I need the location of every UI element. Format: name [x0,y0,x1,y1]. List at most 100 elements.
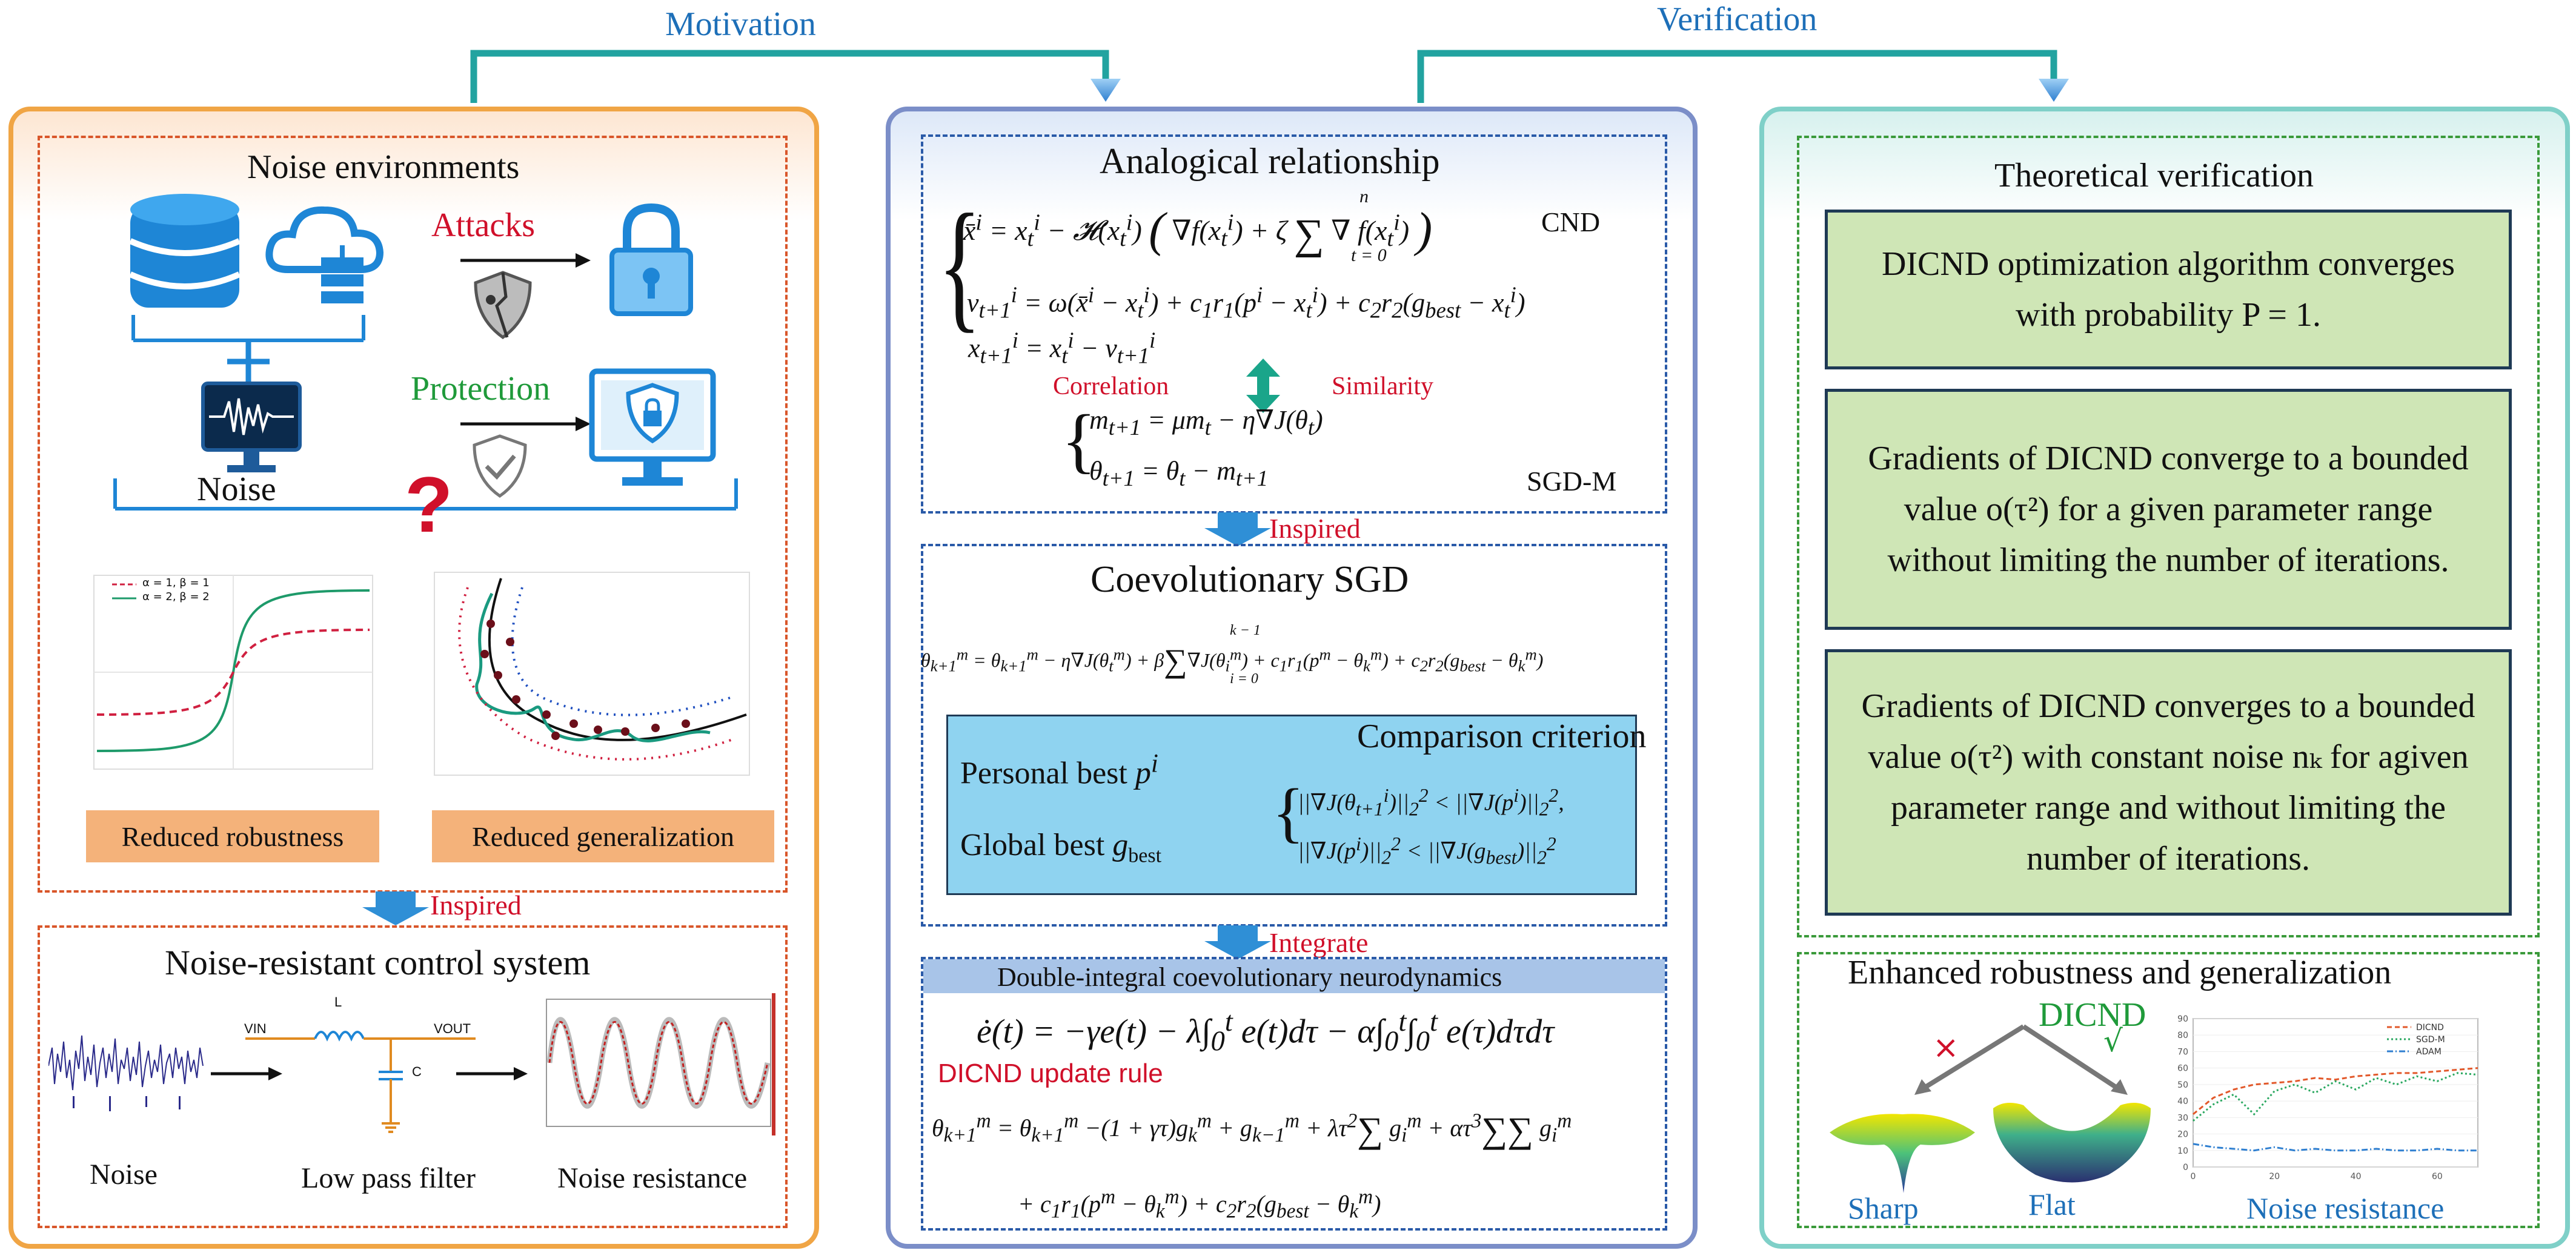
y-tick-label: 0 [2183,1163,2188,1172]
analogical-title: Analogical relationship [1100,141,1440,181]
theoretical-verification-box [1797,136,2540,937]
y-tick-label: 30 [2177,1113,2188,1123]
check-mark: √ [2103,1023,2123,1059]
integrate-label: Integrate [1269,927,1369,958]
inspired-arrow-mid [1204,512,1271,546]
cnd-eq3: xt+1i = xti − vt+1i [968,328,1156,368]
low-pass-filter-circuit [245,1031,476,1133]
bracket-bottom [113,478,738,511]
enhanced-box [1797,952,2540,1228]
sharp-minimum-surface [1830,1114,1975,1193]
noise-resistance-plot [546,993,775,1135]
motivation-arrow [1090,79,1121,102]
protection-label: Protection [411,370,551,408]
cloud-server-icon [265,206,384,303]
verification-arrow [2039,79,2069,102]
series-line-dicnd [2193,1067,2478,1116]
legend-label: SGD-M [2416,1035,2445,1045]
inspired-arrow-left [362,891,429,925]
coevolutionary-box [921,544,1667,927]
personal-best-text: Personal best [960,756,1127,791]
signal-arrow-1 [211,1067,282,1080]
dicnd-header-bar [923,959,1665,993]
y-tick-label: 50 [2177,1080,2188,1090]
control-system-box [38,925,788,1228]
coevolutionary-eq: θk+1m = θk+1m − η∇J(θtm) + β∑∇J(θim) + c… [921,643,1544,679]
flat-minimum-surface [1993,1103,2151,1183]
verification-label: Verification [1657,1,1817,38]
enhanced-title: Enhanced robustness and generalization [1848,954,2392,991]
check-shield-icon [473,434,527,498]
analogical-box [921,134,1667,514]
noise-label-top: Noise [197,471,276,508]
personal-best-label: Personal best pi [960,749,1158,791]
vin-label: VIN [244,1021,267,1036]
protect-arrow [460,417,591,431]
noise-environments-title: Noise environments [247,148,520,186]
y-tick-label: 60 [2177,1064,2188,1074]
reduced-robustness-label: Reduced robustness [86,810,379,862]
secure-monitor-icon [589,368,716,486]
attack-arrow [460,253,591,268]
criterion-brace: { [1272,775,1304,849]
y-tick-label: 80 [2177,1031,2188,1040]
cross-mark: × [1933,1030,1959,1066]
x-tick-label: 20 [2269,1172,2280,1182]
theoretical-verification-title: Theoretical verification [1994,157,2314,194]
y-tick-label: 70 [2177,1047,2188,1057]
sgdm-brace: { [1061,400,1097,480]
cnd-eq1: x̄i = xti − 𝓗(xti) ( ∇f(xti) + ζ ∑ ∇ f(x… [963,203,1433,258]
inspired-label-left: Inspired [430,890,522,921]
cnd-eq2: vt+1i = ω(x̄i − xti) + c1r1(pi − xti) + … [967,282,1525,323]
criterion-eq2: ||∇J(pi)||22 < ||∇J(gbest)||22 [1298,833,1556,868]
dicnd-label: DICND [2039,996,2146,1034]
correlation-double-arrow [1246,359,1280,413]
sgdm-eq1: mt+1 = μmt − η∇J(θt) [1089,405,1323,440]
update-rule-label: DICND update rule [938,1059,1163,1088]
cnd-label: CND [1541,207,1601,237]
cnd-brace: { [938,184,981,346]
legend-label: DICND [2416,1023,2444,1033]
activation-plot [93,575,373,770]
legend-alpha1: α = 1, β = 1 [142,577,210,589]
method-panel [886,107,1698,1249]
reduced-generalization-label: Reduced generalization [432,810,774,862]
coevolutionary-title: Coevolutionary SGD [1090,559,1409,600]
global-best-text: Global best [960,828,1105,862]
x-tick-label: 0 [2191,1172,2196,1182]
coevo-sum-lower: i = 0 [1230,671,1258,687]
x-tick-label: 60 [2432,1172,2443,1182]
question-icon: ? [405,460,453,549]
comparison-criterion-box [946,715,1637,895]
top-connectors [470,50,2069,103]
bounded-gradient-box: Gradients of DICND converge to a bounded… [1825,389,2512,630]
bracket-top [131,315,365,383]
coevo-sum-upper: k − 1 [1230,623,1261,638]
database-icon [128,194,241,308]
correlation-label: Correlation [1053,372,1169,400]
update-eq1: θk+1m = θk+1m −(1 + γτ)gkm + gk−1m + λτ2… [932,1109,1572,1150]
branch-arrows [1914,1024,2128,1095]
sgdm-label: SGD-M [1527,466,1617,497]
vout-label: VOUT [434,1021,471,1036]
inspired-label-mid: Inspired [1269,513,1361,544]
noise-resistance-caption: Noise resistance [557,1162,748,1194]
integrate-arrow [1204,925,1271,959]
noise-caption: Noise [90,1158,158,1191]
capacitor-label: C [412,1064,422,1079]
update-eq2: + c1r1(pm − θkm) + c2r2(gbest − θkm) [1018,1186,1381,1223]
comparison-criterion-title: Comparison criterion [1357,718,1647,755]
broken-shield-icon [474,271,532,340]
sharp-label: Sharp [1848,1191,1919,1225]
series-line-sgd-m [2193,1072,2478,1122]
similarity-label: Similarity [1332,372,1433,400]
generalization-plot [434,572,750,776]
flat-label: Flat [2028,1188,2076,1221]
noise-resistance-chart-caption: Noise resistance [2246,1191,2445,1225]
control-system-title: Noise-resistant control system [165,943,591,982]
cnd-sum-upper: n [1359,187,1369,207]
lock-icon [609,203,693,316]
inductor-label: L [334,994,342,1010]
noise-signal-plot [48,1035,204,1111]
